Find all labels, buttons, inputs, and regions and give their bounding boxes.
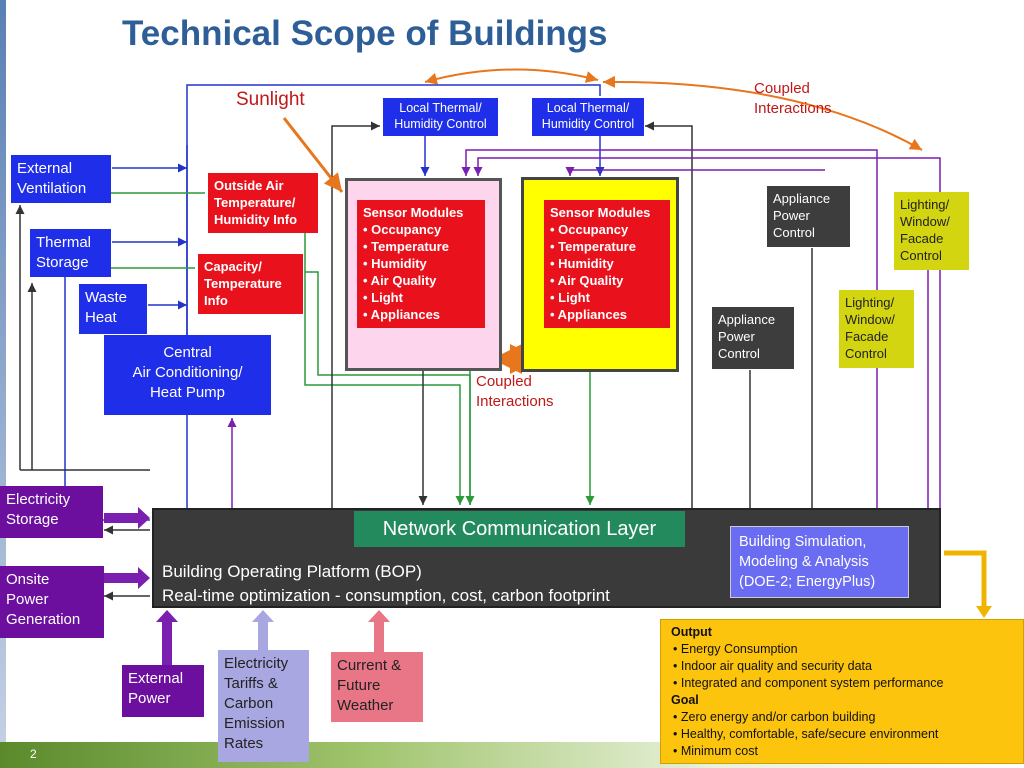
external-power-box: External Power bbox=[122, 665, 204, 717]
onsite-power-generation-box: Onsite Power Generation bbox=[0, 566, 104, 638]
coupled-interactions-top-label: Coupled Interactions bbox=[754, 80, 832, 117]
local-thermal-control-2: Local Thermal/ Humidity Control bbox=[532, 98, 644, 136]
central-air-conditioning-box: Central Air Conditioning/ Heat Pump bbox=[104, 335, 271, 415]
sensor-item: • Humidity bbox=[363, 256, 427, 271]
building-simulation-box: Building Simulation, Modeling & Analysis… bbox=[730, 526, 909, 598]
goal-item: • Healthy, comfortable, safe/secure envi… bbox=[673, 727, 939, 741]
sensor-item: • Humidity bbox=[550, 256, 614, 271]
local-thermal-control-1: Local Thermal/ Humidity Control bbox=[383, 98, 498, 136]
sensor-modules-1: Sensor Modules • Occupancy • Temperature… bbox=[357, 200, 485, 328]
sensor-modules-2-title: Sensor Modules bbox=[550, 205, 651, 220]
sensor-item: • Light bbox=[550, 290, 590, 305]
electricity-storage-box: Electricity Storage bbox=[0, 486, 103, 538]
sensor-item: • Appliances bbox=[363, 307, 441, 322]
lighting-window-facade-control-1: Lighting/ Window/ Facade Control bbox=[894, 192, 969, 270]
capacity-temperature-info-box: Capacity/ Temperature Info bbox=[198, 254, 303, 314]
sensor-modules-2: Sensor Modules • Occupancy • Temperature… bbox=[544, 200, 670, 328]
current-future-weather-box: Current & Future Weather bbox=[331, 652, 423, 722]
waste-heat-box: Waste Heat bbox=[79, 284, 147, 334]
goal-heading: Goal bbox=[671, 693, 699, 707]
external-ventilation-box: External Ventilation bbox=[11, 155, 111, 203]
goal-item: • Zero energy and/or carbon building bbox=[673, 710, 876, 724]
output-goal-box: Output • Energy Consumption • Indoor air… bbox=[660, 619, 1024, 764]
goal-item: • Minimum cost bbox=[673, 744, 758, 758]
sensor-item: • Temperature bbox=[550, 239, 636, 254]
sensor-item: • Appliances bbox=[550, 307, 628, 322]
sensor-item: • Occupancy bbox=[550, 222, 629, 237]
sensor-item: • Air Quality bbox=[363, 273, 437, 288]
output-item: • Integrated and component system perfor… bbox=[673, 676, 944, 690]
output-item: • Energy Consumption bbox=[673, 642, 798, 656]
bop-description: Building Operating Platform (BOP) Real-t… bbox=[162, 562, 610, 605]
electricity-tariffs-box: Electricity Tariffs & Carbon Emission Ra… bbox=[218, 650, 309, 762]
sensor-item: • Temperature bbox=[363, 239, 449, 254]
network-communication-layer: Network Communication Layer bbox=[354, 511, 685, 547]
thermal-storage-box: Thermal Storage bbox=[30, 229, 111, 277]
lighting-window-facade-control-2: Lighting/ Window/ Facade Control bbox=[839, 290, 914, 368]
coupled-interactions-mid-label: Coupled Interactions bbox=[476, 373, 554, 410]
sunlight-label: Sunlight bbox=[236, 89, 305, 110]
sensor-item: • Air Quality bbox=[550, 273, 624, 288]
outside-air-info-box: Outside Air Temperature/ Humidity Info bbox=[208, 173, 318, 233]
page-number: 2 bbox=[30, 747, 37, 761]
sensor-item: • Light bbox=[363, 290, 403, 305]
output-item: • Indoor air quality and security data bbox=[673, 659, 872, 673]
appliance-power-control-1: Appliance Power Control bbox=[767, 186, 850, 247]
output-heading: Output bbox=[671, 625, 712, 639]
sensor-item: • Occupancy bbox=[363, 222, 442, 237]
left-accent-bar bbox=[0, 0, 6, 768]
page-title: Technical Scope of Buildings bbox=[122, 14, 608, 53]
sensor-modules-1-title: Sensor Modules bbox=[363, 205, 464, 220]
appliance-power-control-2: Appliance Power Control bbox=[712, 307, 794, 369]
